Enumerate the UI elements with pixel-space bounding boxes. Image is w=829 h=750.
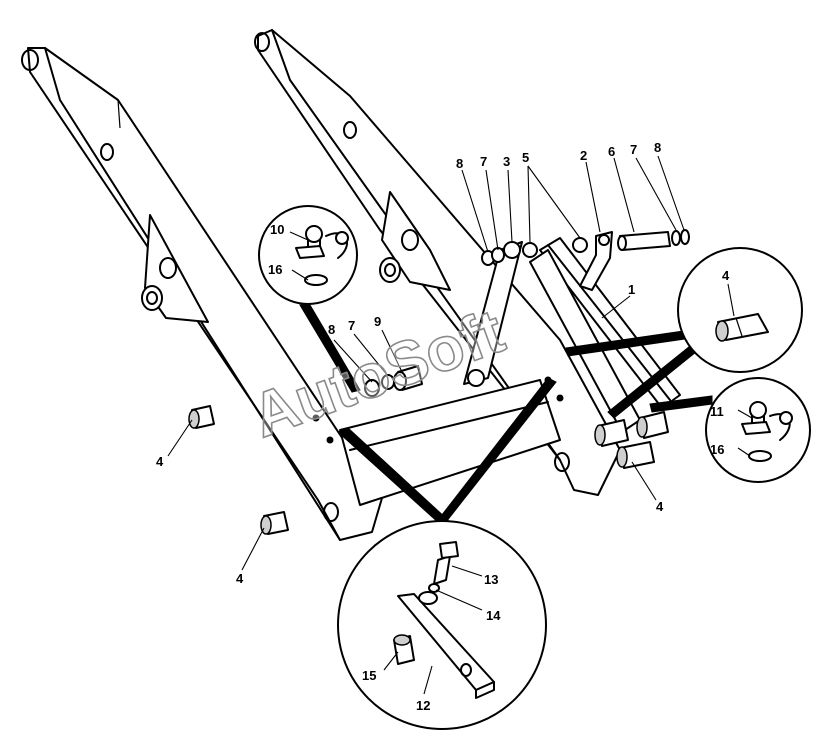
detail-circle-bushing-4 (677, 247, 803, 373)
bushing-right-c (616, 441, 655, 469)
washers-middle (364, 365, 423, 397)
washers-top-center (481, 247, 505, 266)
detail-connectors (299, 304, 713, 525)
bushing-left-lower (260, 511, 289, 535)
callout-15: 15 (362, 668, 376, 683)
callout-6: 6 (608, 144, 615, 159)
detail-circle-grease-fitting-10 (258, 205, 358, 305)
detail-circle-grease-fitting-11 (705, 377, 811, 483)
callout-13: 13 (484, 572, 498, 587)
callout-7-top-right: 7 (630, 142, 637, 157)
callout-7-top-center: 7 (480, 154, 487, 169)
callout-7-middle: 7 (348, 318, 355, 333)
callout-16-left: 16 (268, 262, 282, 277)
linkage-arm (463, 241, 538, 387)
callout-4-detail: 4 (722, 268, 730, 283)
detail-circle-plate-assembly (337, 520, 547, 730)
bushing-right-b (636, 411, 669, 439)
callout-1: 1 (628, 282, 635, 297)
callout-9: 9 (374, 314, 381, 329)
callout-4-left-upper: 4 (156, 454, 164, 469)
bushing-left-upper (188, 405, 215, 429)
leader-lines (167, 155, 753, 695)
callout-8-top-center: 8 (456, 156, 463, 171)
callout-4-left-lower: 4 (236, 571, 244, 586)
callout-12: 12 (416, 698, 430, 713)
callout-8-top-right: 8 (654, 140, 661, 155)
callout-labels: 1 2 3 4 4 4 4 5 6 7 7 7 8 8 8 9 10 11 12… (156, 140, 730, 713)
callout-2: 2 (580, 148, 587, 163)
callout-3: 3 (503, 154, 510, 169)
bushing-right-a (594, 419, 629, 447)
bushings (188, 405, 669, 535)
pin-assembly-top-right (617, 229, 690, 251)
callout-11: 11 (710, 404, 724, 419)
callout-10: 10 (270, 222, 284, 237)
left-boom-arm (21, 47, 383, 541)
callout-16-right: 16 (710, 442, 724, 457)
bracket-2 (572, 231, 613, 291)
callout-8-middle: 8 (328, 322, 335, 337)
callout-5: 5 (522, 150, 529, 165)
right-boom-arm (254, 29, 621, 496)
callout-4-right: 4 (656, 499, 664, 514)
callout-14: 14 (486, 608, 501, 623)
